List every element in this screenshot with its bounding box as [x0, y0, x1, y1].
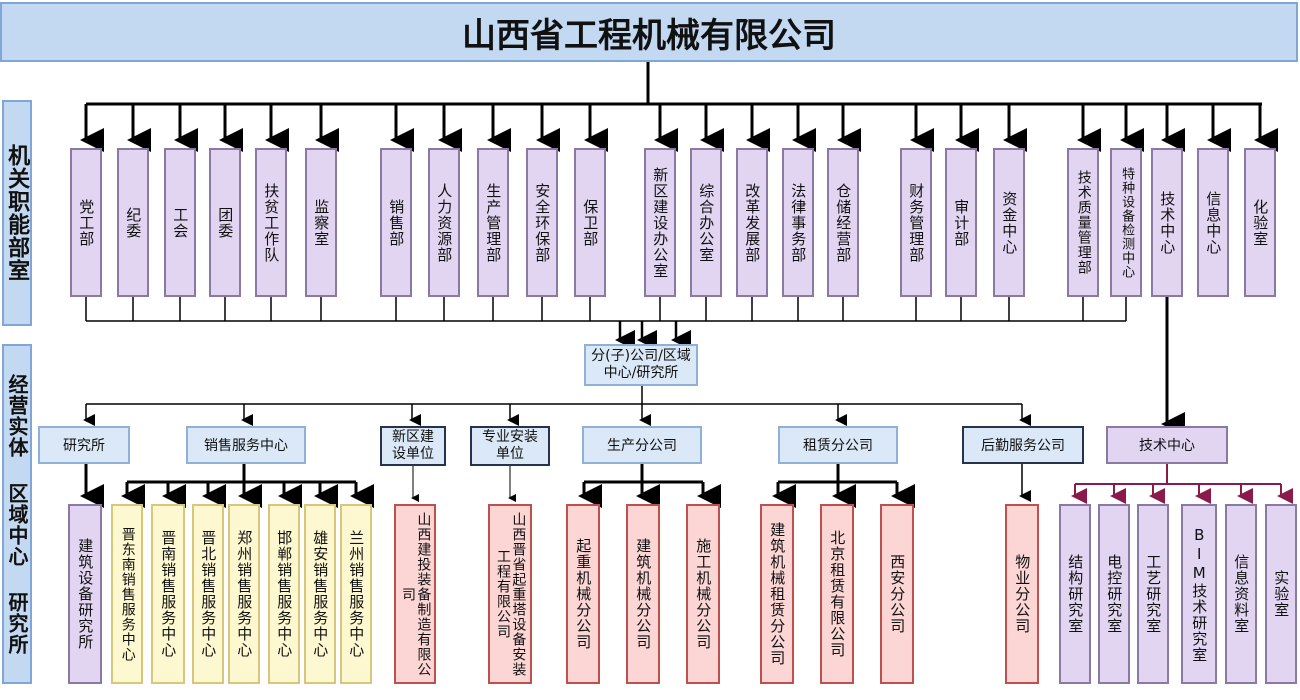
unit-install: 专业安装单位	[470, 426, 550, 466]
dept-box: 工会	[164, 148, 196, 297]
sub-tech: 结构研究室	[1059, 504, 1091, 684]
dept-box: 生产管理部	[477, 148, 509, 297]
sub-logistics: 物业分公司	[1005, 504, 1039, 684]
sub-production: 起重机械分公司	[566, 504, 600, 684]
unit-production: 生产分公司	[582, 426, 702, 464]
sub-tech: 信息资料室	[1225, 504, 1257, 684]
dept-box: 信息中心	[1197, 148, 1229, 297]
sub-sales: 兰州销售服务中心	[340, 504, 372, 684]
unit-research: 研究所	[38, 426, 130, 464]
dept-box: 技术中心	[1151, 148, 1183, 297]
dept-box: 安全环保部	[526, 148, 558, 297]
sidebar-business-entities: 经营实体 区域中心 研究所	[2, 344, 32, 684]
dept-box: 销售部	[380, 148, 412, 297]
sub-sales: 郑州销售服务中心	[228, 504, 260, 684]
unit-logistics: 后勤服务公司	[962, 426, 1084, 464]
dept-box: 财务管理部	[900, 148, 932, 297]
unit-leasing: 租赁分公司	[778, 426, 898, 464]
dept-box: 保卫部	[574, 148, 606, 297]
dept-box: 新区建设办公室	[644, 148, 676, 297]
sub-tech: 实验室	[1265, 504, 1297, 684]
dept-box: 改革发展部	[736, 148, 768, 297]
sub-sales: 晋北销售服务中心	[192, 504, 224, 684]
sub-sales: 雄安销售服务中心	[304, 504, 336, 684]
sub-tech: 电控研究室	[1098, 504, 1130, 684]
dept-box: 仓储经营部	[827, 148, 859, 297]
dept-box: 人力资源部	[428, 148, 460, 297]
dept-box: 化验室	[1244, 148, 1276, 297]
unit-sales-center: 销售服务中心	[186, 426, 306, 464]
sidebar-functional-departments: 机关职能部室	[2, 100, 32, 326]
sub-leasing: 建筑机械租赁分公司	[760, 504, 794, 684]
sub-new-area: 山西建投装备制造有限公司	[394, 504, 436, 684]
sub-production: 施工机械分公司	[686, 504, 720, 684]
company-title: 山西省工程机械有限公司	[0, 2, 1298, 62]
dept-box: 法律事务部	[782, 148, 814, 297]
dept-box: 特种设备检测中心	[1110, 148, 1142, 297]
sub-leasing: 北京租赁有限公司	[820, 504, 854, 684]
dept-box: 扶贫工作队	[255, 148, 287, 297]
dept-box: 党工部	[70, 148, 102, 297]
dept-box: 审计部	[945, 148, 977, 297]
sub-tech: 工艺研究室	[1137, 504, 1169, 684]
sub-sales: 晋南销售服务中心	[151, 504, 185, 684]
dept-box: 资金中心	[993, 148, 1025, 297]
dept-box: 纪委	[117, 148, 149, 297]
sub-leasing: 西安分公司	[880, 504, 914, 684]
sub-production: 建筑机械分公司	[626, 504, 660, 684]
sub-sales: 晋东南销售服务中心	[111, 504, 143, 684]
sub-install: 山西晋省起重塔设备安装工程有限公司	[488, 504, 532, 684]
unit-new-area: 新区建设单位	[380, 426, 446, 466]
sub-tech: BIM技术研究室	[1181, 504, 1217, 684]
dept-box: 综合办公室	[690, 148, 722, 297]
dept-box: 技术质量管理部	[1067, 148, 1099, 297]
unit-tech-center: 技术中心	[1106, 426, 1228, 464]
dept-box: 团委	[209, 148, 241, 297]
sub-sales: 邯郸销售服务中心	[268, 504, 300, 684]
sub-research: 建筑设备研究所	[68, 504, 102, 684]
hub-subsidiaries-box: 分(子)公司/区域中心/研究所	[584, 344, 698, 386]
dept-box: 监察室	[305, 148, 337, 297]
